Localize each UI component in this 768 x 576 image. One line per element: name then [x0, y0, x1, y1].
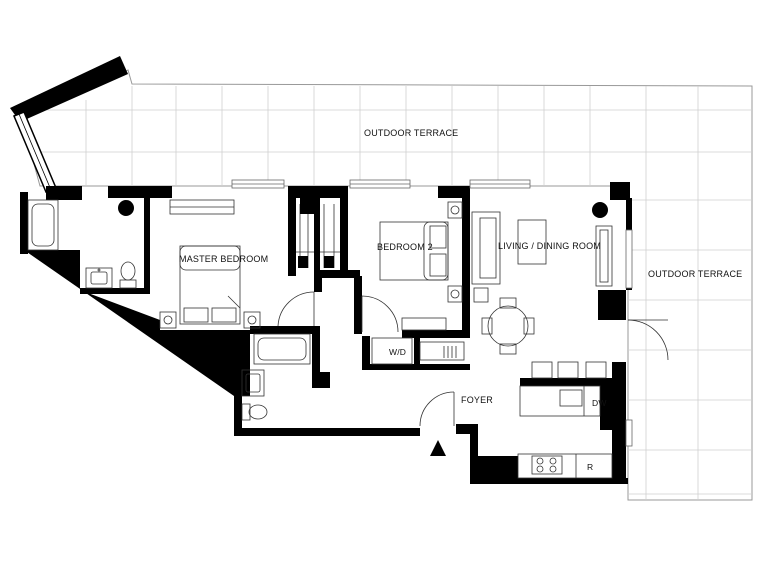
interior-walls — [80, 196, 612, 430]
sink-icon — [85, 267, 113, 289]
angled-wall-mass — [24, 250, 250, 396]
sink-icon — [241, 369, 265, 397]
kitchen-counter — [517, 385, 613, 479]
toilet-icon — [119, 261, 137, 289]
bedroom-2-label: BEDROOM 2 — [377, 242, 433, 252]
toilet-icon — [241, 403, 268, 421]
angled-window-wall — [10, 56, 128, 193]
foyer-label: FOYER — [461, 395, 494, 405]
dresser-icon — [401, 317, 447, 331]
dining-table-icon — [481, 297, 535, 355]
nightstand-icon — [159, 311, 261, 329]
bathtub-icon — [27, 199, 59, 251]
closet-icon — [298, 196, 334, 268]
dresser-icon — [169, 199, 235, 215]
windows — [231, 179, 633, 447]
column-icon — [118, 200, 608, 218]
bar-stool-icon — [531, 361, 607, 379]
master-bedroom-label: MASTER BEDROOM — [179, 254, 269, 264]
exterior-walls — [20, 182, 632, 484]
entry-arrow-icon — [430, 440, 446, 456]
terrace-grid — [30, 86, 752, 500]
refrigerator-label: R — [587, 462, 594, 472]
door-swing-icon — [277, 291, 669, 427]
washer-dryer-label: W/D — [389, 347, 407, 357]
coffee-table-icon — [517, 219, 547, 265]
chair-icon — [473, 287, 489, 303]
living-dining-room-label: LIVING / DINING ROOM — [498, 241, 602, 251]
dishwasher-label: DW — [592, 398, 607, 408]
nightstand-icon — [447, 201, 463, 303]
washer-dryer-icon — [371, 337, 413, 365]
bathtub-icon — [253, 333, 311, 365]
bed-icon — [379, 221, 449, 281]
closet-icon — [419, 341, 465, 361]
outdoor-terrace-top-label: OUTDOOR TERRACE — [364, 128, 459, 138]
bed-icon — [179, 245, 241, 325]
media-console-icon — [595, 225, 613, 287]
outdoor-terrace-right-label: OUTDOOR TERRACE — [648, 269, 743, 279]
cooktop-icon — [531, 455, 563, 475]
sofa-icon — [471, 211, 501, 285]
